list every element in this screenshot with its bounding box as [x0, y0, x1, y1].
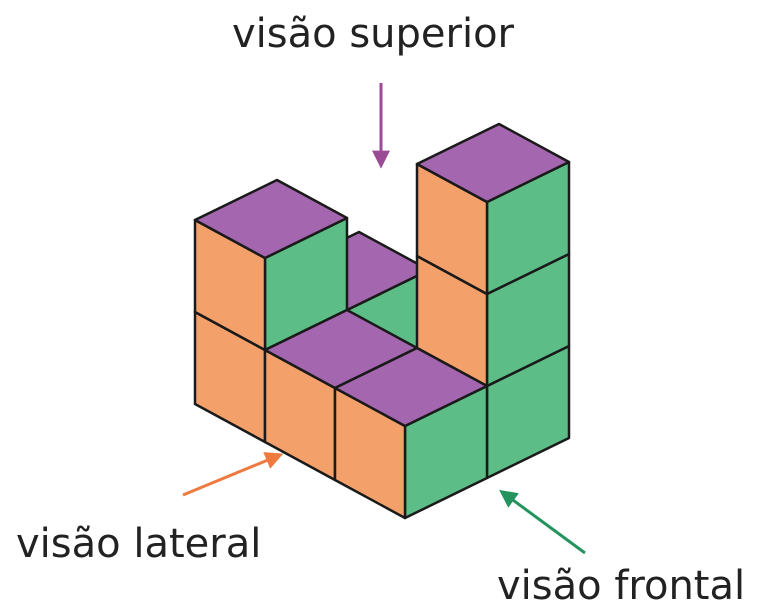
- cube-top-face: [193, 178, 349, 260]
- front-view-label: visão frontal: [497, 563, 746, 609]
- top-view-label: visão superior: [232, 11, 514, 57]
- cube-group: [193, 122, 571, 520]
- front-view-arrow: [499, 489, 586, 555]
- side-view-arrow: [182, 452, 284, 497]
- cube-top-face: [333, 346, 489, 428]
- cube-top-face: [415, 122, 571, 204]
- side-view-label: visão lateral: [16, 521, 262, 567]
